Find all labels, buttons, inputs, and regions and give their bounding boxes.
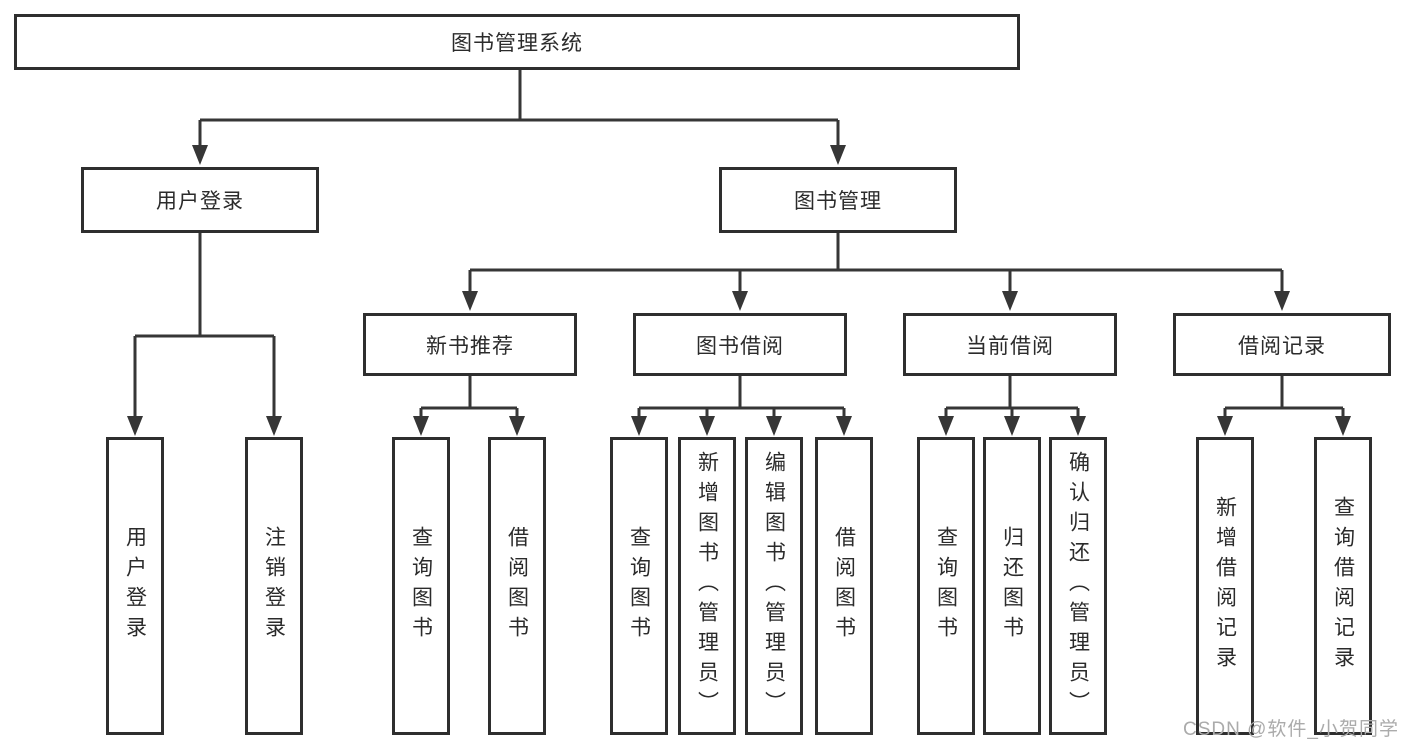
node-library-management-system: 图书管理系统 xyxy=(14,14,1020,70)
leaf-query-books-current: 查询图书 xyxy=(917,437,975,735)
leaf-query-books-recommend: 查询图书 xyxy=(392,437,450,735)
leaf-label: 注销登录 xyxy=(262,526,286,646)
leaf-label: 编辑图书（管理员） xyxy=(762,451,786,721)
leaf-add-borrow-record: 新增借阅记录 xyxy=(1196,437,1254,735)
leaf-label: 查询借阅记录 xyxy=(1331,496,1355,676)
leaf-borrow-book: 借阅图书 xyxy=(815,437,873,735)
leaf-add-book-admin: 新增图书（管理员） xyxy=(678,437,736,735)
leaf-label: 查询图书 xyxy=(934,526,958,646)
node-label: 图书管理系统 xyxy=(451,32,583,55)
leaf-return-book: 归还图书 xyxy=(983,437,1041,735)
leaf-label: 归还图书 xyxy=(1000,526,1024,646)
arrowheads xyxy=(127,145,1351,436)
leaf-label: 用户登录 xyxy=(123,526,147,646)
leaf-label: 借阅图书 xyxy=(832,526,856,646)
watermark: CSDN @软件_小贺同学 xyxy=(1183,719,1399,740)
node-book-management: 图书管理 xyxy=(719,167,957,233)
node-label: 新书推荐 xyxy=(426,334,514,358)
leaf-edit-book-admin: 编辑图书（管理员） xyxy=(745,437,803,735)
leaf-label: 新增图书（管理员） xyxy=(695,451,719,721)
node-label: 借阅记录 xyxy=(1238,334,1326,358)
node-user-login: 用户登录 xyxy=(81,167,319,233)
node-new-book-recommendation: 新书推荐 xyxy=(363,313,577,376)
node-borrowing-records: 借阅记录 xyxy=(1173,313,1391,376)
node-label: 图书借阅 xyxy=(696,334,784,358)
leaf-confirm-return-admin: 确认归还（管理员） xyxy=(1049,437,1107,735)
leaf-label: 查询图书 xyxy=(409,526,433,646)
leaf-logout: 注销登录 xyxy=(245,437,303,735)
leaf-label: 新增借阅记录 xyxy=(1213,496,1237,676)
node-book-borrowing: 图书借阅 xyxy=(633,313,847,376)
leaf-label: 查询图书 xyxy=(627,526,651,646)
node-current-borrowing: 当前借阅 xyxy=(903,313,1117,376)
leaf-borrow-book-recommend: 借阅图书 xyxy=(488,437,546,735)
leaf-user-login: 用户登录 xyxy=(106,437,164,735)
leaf-label: 确认归还（管理员） xyxy=(1066,451,1090,721)
node-label: 图书管理 xyxy=(794,190,882,213)
leaf-query-books-borrow: 查询图书 xyxy=(610,437,668,735)
node-label: 用户登录 xyxy=(156,190,244,213)
connector-stems xyxy=(133,70,1345,418)
leaf-query-borrow-record: 查询借阅记录 xyxy=(1314,437,1372,735)
node-label: 当前借阅 xyxy=(966,334,1054,358)
leaf-label: 借阅图书 xyxy=(505,526,529,646)
